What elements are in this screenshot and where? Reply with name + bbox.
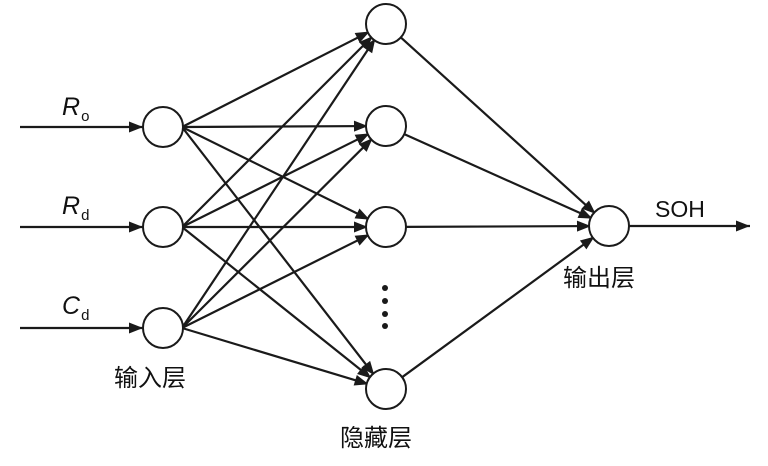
connection-arrow (181, 37, 377, 329)
connection-arrow-head (354, 221, 368, 233)
hidden-node (365, 206, 407, 248)
connection-arrow-head (353, 374, 369, 386)
connection-arrow (181, 30, 371, 128)
hidden-node (365, 3, 407, 45)
output-connection-arrow-head (581, 200, 596, 214)
output-connection-arrow-head (576, 220, 592, 232)
input-arrow-head (129, 221, 143, 233)
ellipsis-dot (382, 298, 388, 304)
connection-arrow (181, 126, 371, 221)
input-node (142, 106, 184, 148)
connection-arrow-head (354, 234, 370, 246)
connection-arrow-head (354, 133, 370, 145)
output-node (588, 205, 630, 247)
output-connection-arrow (401, 235, 596, 379)
connection-arrow (181, 137, 374, 329)
soh-output-arrow-head (736, 220, 750, 232)
input-arrow-head (129, 322, 143, 334)
connection-arrow-head (363, 38, 376, 54)
connection-arrow-head (354, 31, 370, 43)
ellipsis-dot (382, 311, 388, 317)
connection-arrow (181, 124, 369, 129)
hidden-node (365, 105, 407, 147)
input-label-ro: Ro (62, 93, 90, 125)
output-connection-arrow (400, 36, 597, 215)
soh-label: SOH (655, 196, 705, 222)
connection-arrow (181, 126, 376, 376)
input-layer-label: 输入层 (114, 364, 186, 392)
connection-arrow-head (361, 360, 375, 376)
input-label-cd: Cd (62, 292, 90, 324)
output-connection-arrow (405, 224, 592, 229)
connection-arrow-head (353, 120, 369, 132)
hidden-node (365, 368, 407, 410)
connection-arrow (181, 132, 371, 228)
input-label-rd: Rd (62, 192, 90, 224)
input-node (142, 206, 184, 248)
connection-arrow (181, 226, 373, 380)
connection-arrow-head (357, 365, 372, 379)
ellipsis-dot (382, 323, 388, 329)
connection-arrow-head (358, 36, 373, 50)
output-layer-label: 输出层 (563, 264, 635, 292)
hidden-layer-label: 隐藏层 (340, 424, 412, 452)
input-arrow-head (129, 121, 143, 133)
output-connection-arrow (403, 133, 594, 220)
connection-arrow (181, 326, 369, 386)
connection-arrow (181, 233, 371, 329)
input-node (142, 307, 184, 349)
output-connection-arrow-head (579, 236, 595, 250)
connection-arrow-head (358, 138, 373, 152)
ellipsis-dot (382, 285, 388, 291)
output-connection-arrow-head (577, 207, 593, 219)
connection-arrow (181, 35, 374, 228)
connection-arrow-head (354, 208, 370, 220)
